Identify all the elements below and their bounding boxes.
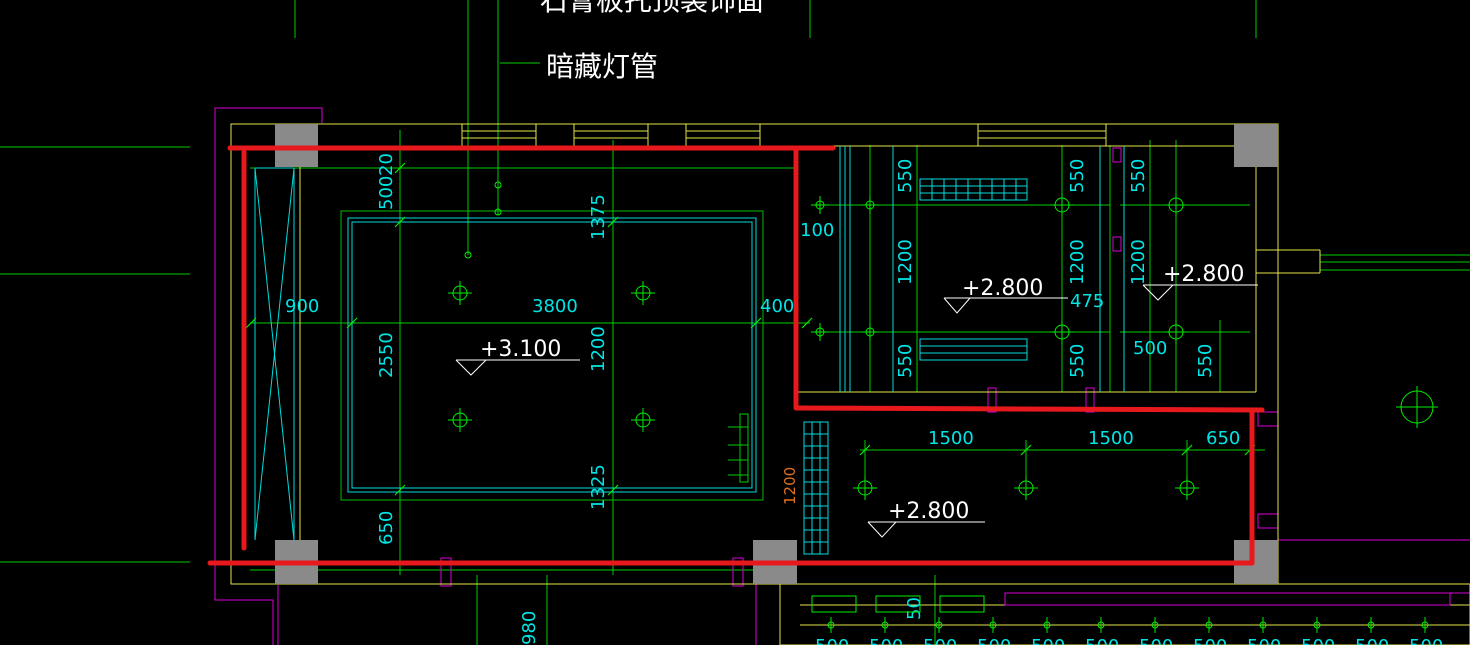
bottom-dim-label: 500 bbox=[1139, 636, 1173, 645]
dim-650-left: 650 bbox=[376, 511, 397, 545]
light-fixture-icon bbox=[631, 408, 655, 432]
hidden-light-annotation: 暗藏灯管 bbox=[546, 50, 658, 83]
dim-500-r: 500 bbox=[1133, 338, 1167, 359]
light-fixture-icon bbox=[811, 323, 829, 341]
bottom-dim-label: 500 bbox=[923, 636, 957, 645]
bottom-fixture-icon bbox=[989, 617, 997, 633]
bottom-dim-label: 500 bbox=[1355, 636, 1389, 645]
light-fixture-icon bbox=[861, 323, 879, 341]
red-highlight-outline bbox=[207, 145, 1265, 566]
bottom-dim-label: 500 bbox=[1031, 636, 1065, 645]
bottom-fixture-icon bbox=[935, 617, 943, 633]
dim-550-a: 550 bbox=[895, 159, 916, 193]
bottom-fixture-icon bbox=[1043, 617, 1051, 633]
bottom-dim-label: 500 bbox=[815, 636, 849, 645]
bottom-fixture-icon bbox=[1151, 617, 1159, 633]
dim-550-c: 550 bbox=[1067, 159, 1088, 193]
dim-550-e: 550 bbox=[1128, 159, 1149, 193]
bottom-fixture-icon bbox=[827, 617, 835, 633]
dim-50: 50 bbox=[904, 597, 925, 620]
dim-1500-b: 1500 bbox=[1088, 428, 1134, 449]
dimension-labels: 900 3800 400 100 475 500 1500 1500 650 bbox=[285, 220, 1240, 449]
bottom-fixture-icon bbox=[1205, 617, 1213, 633]
dim-475: 475 bbox=[1070, 291, 1104, 312]
light-fixture-icon bbox=[1164, 320, 1188, 344]
light-fixture-icon bbox=[861, 196, 879, 214]
bottom-fixture-icon bbox=[1367, 617, 1375, 633]
light-fixture-icon bbox=[1014, 476, 1038, 500]
light-fixture-icon bbox=[1164, 193, 1188, 217]
dim-1500-a: 1500 bbox=[928, 428, 974, 449]
light-fixture-icon bbox=[448, 408, 472, 432]
dim-1200-c: 1200 bbox=[1128, 239, 1149, 285]
dim-1375: 1375 bbox=[588, 194, 609, 240]
bottom-dim-label: 500 bbox=[1085, 636, 1119, 645]
round-fixture-icon bbox=[1396, 386, 1438, 428]
light-fixture-icon bbox=[1050, 193, 1074, 217]
dimension-labels-vertical: 20 500 1375 2550 1200 1325 650 550 1200 … bbox=[376, 153, 1216, 645]
top-annotation: 石膏板托顶装饰面 bbox=[540, 0, 764, 17]
bottom-dim-label: 500 bbox=[1193, 636, 1227, 645]
grille-fixtures bbox=[728, 178, 1028, 555]
dim-20: 20 bbox=[376, 153, 397, 176]
level-main: +3.100 bbox=[480, 337, 561, 362]
level-room-bottom: +2.800 bbox=[888, 499, 969, 524]
light-fixture-icon bbox=[811, 196, 829, 214]
dim-550-d: 550 bbox=[1067, 344, 1088, 378]
dim-1200-main: 1200 bbox=[588, 326, 609, 372]
dim-1200-b: 1200 bbox=[1067, 239, 1088, 285]
bottom-dim-label: 500 bbox=[869, 636, 903, 645]
bottom-dimension-row: 500 500 500 500 500 500 500 500 500 500 500 500 bbox=[815, 617, 1443, 645]
light-fixture-icon bbox=[1050, 320, 1074, 344]
light-fixture-icon bbox=[631, 281, 655, 305]
bottom-dim-label: 500 bbox=[977, 636, 1011, 645]
bottom-dim-label: 500 bbox=[1247, 636, 1281, 645]
level-room-right: +2.800 bbox=[1163, 262, 1244, 287]
dim-400: 400 bbox=[760, 296, 794, 317]
dim-1200-red: 1200 bbox=[781, 467, 799, 505]
dim-900: 900 bbox=[285, 296, 319, 317]
bottom-dim-label: 500 bbox=[1409, 636, 1443, 645]
light-fixtures bbox=[448, 193, 1199, 500]
dim-980: 980 bbox=[519, 611, 540, 645]
bottom-dim-label: 500 bbox=[1301, 636, 1335, 645]
level-markers bbox=[455, 284, 1258, 538]
bottom-fixture-icon bbox=[1313, 617, 1321, 633]
light-fixture-icon bbox=[1175, 476, 1199, 500]
bottom-fixture-icon bbox=[1421, 617, 1429, 633]
dim-550-b: 550 bbox=[895, 344, 916, 378]
dim-2550: 2550 bbox=[376, 332, 397, 378]
dim-3800: 3800 bbox=[532, 296, 578, 317]
light-fixture-icon bbox=[853, 476, 877, 500]
bottom-fixture-icon bbox=[1259, 617, 1267, 633]
dim-650-r: 650 bbox=[1206, 428, 1240, 449]
bottom-fixture-icon bbox=[1097, 617, 1105, 633]
dim-100: 100 bbox=[800, 220, 834, 241]
leader-dots bbox=[464, 181, 502, 259]
bottom-fixture-icon bbox=[881, 617, 889, 633]
ceiling-lines bbox=[254, 146, 1125, 541]
dim-550-f: 550 bbox=[1195, 344, 1216, 378]
level-room-mid: +2.800 bbox=[962, 276, 1043, 301]
light-fixture-icon bbox=[448, 281, 472, 305]
dim-1325: 1325 bbox=[588, 464, 609, 510]
dim-500-top: 500 bbox=[376, 176, 397, 210]
bottom-fixtures bbox=[811, 592, 1451, 613]
dim-1200-a: 1200 bbox=[895, 239, 916, 285]
